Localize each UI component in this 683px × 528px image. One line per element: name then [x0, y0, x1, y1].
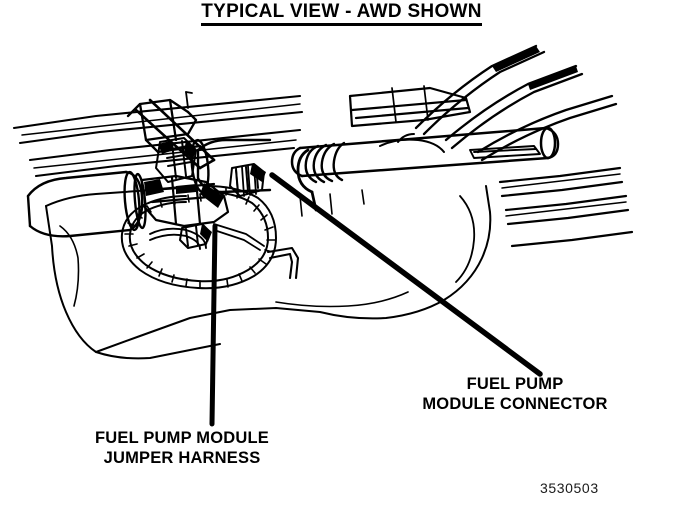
floor-seam-left [21, 103, 301, 169]
leader-line-module-connector [269, 172, 543, 377]
exhaust-pipes-upper-right [414, 44, 618, 162]
fuel-tank-seam [59, 225, 409, 308]
fuel-pump-connector-block [155, 137, 197, 183]
leader-line-jumper-harness [209, 223, 218, 427]
callout-fuel-pump-module-connector: FUEL PUMP MODULE CONNECTOR [390, 374, 640, 414]
tank-right-edge [455, 195, 476, 283]
exhaust-pipe-shading [492, 46, 578, 90]
callout-right-line2: MODULE CONNECTOR [422, 395, 608, 413]
exhaust-tube-left [26, 170, 147, 238]
frame-rails-right-faint [501, 173, 627, 217]
floor-pan-detail [391, 85, 429, 123]
frame-rails-right [498, 166, 634, 248]
module-dark-accents [144, 179, 224, 208]
harness-tail [213, 223, 265, 251]
callout-left-line2: JUMPER HARNESS [103, 449, 261, 467]
figure-title-text: TYPICAL VIEW - AWD SHOWN [201, 1, 482, 26]
driveshaft-yoke [379, 133, 445, 153]
retainer-clip-shade [200, 224, 212, 242]
tank-strap-bracket [266, 246, 300, 280]
jumper-harness-loop [120, 185, 277, 290]
callout-right-line1: FUEL PUMP [466, 375, 564, 393]
driveshaft-tube [290, 126, 560, 178]
frame-rail-lines-left [12, 94, 304, 178]
callout-left-line1: FUEL PUMP MODULE [94, 429, 270, 447]
figure-number: 3530503 [540, 480, 599, 496]
callout-fuel-pump-module-jumper-harness: FUEL PUMP MODULE JUMPER HARNESS [52, 428, 312, 468]
driveshaft-coupler [304, 141, 346, 184]
body-mount-post [185, 91, 193, 109]
ribbed-connector [235, 165, 257, 197]
connector-shading [158, 140, 196, 160]
spare-well-lines [469, 145, 541, 159]
figure-title: TYPICAL VIEW - AWD SHOWN [0, 1, 683, 26]
fuel-tank-outline [45, 185, 492, 360]
